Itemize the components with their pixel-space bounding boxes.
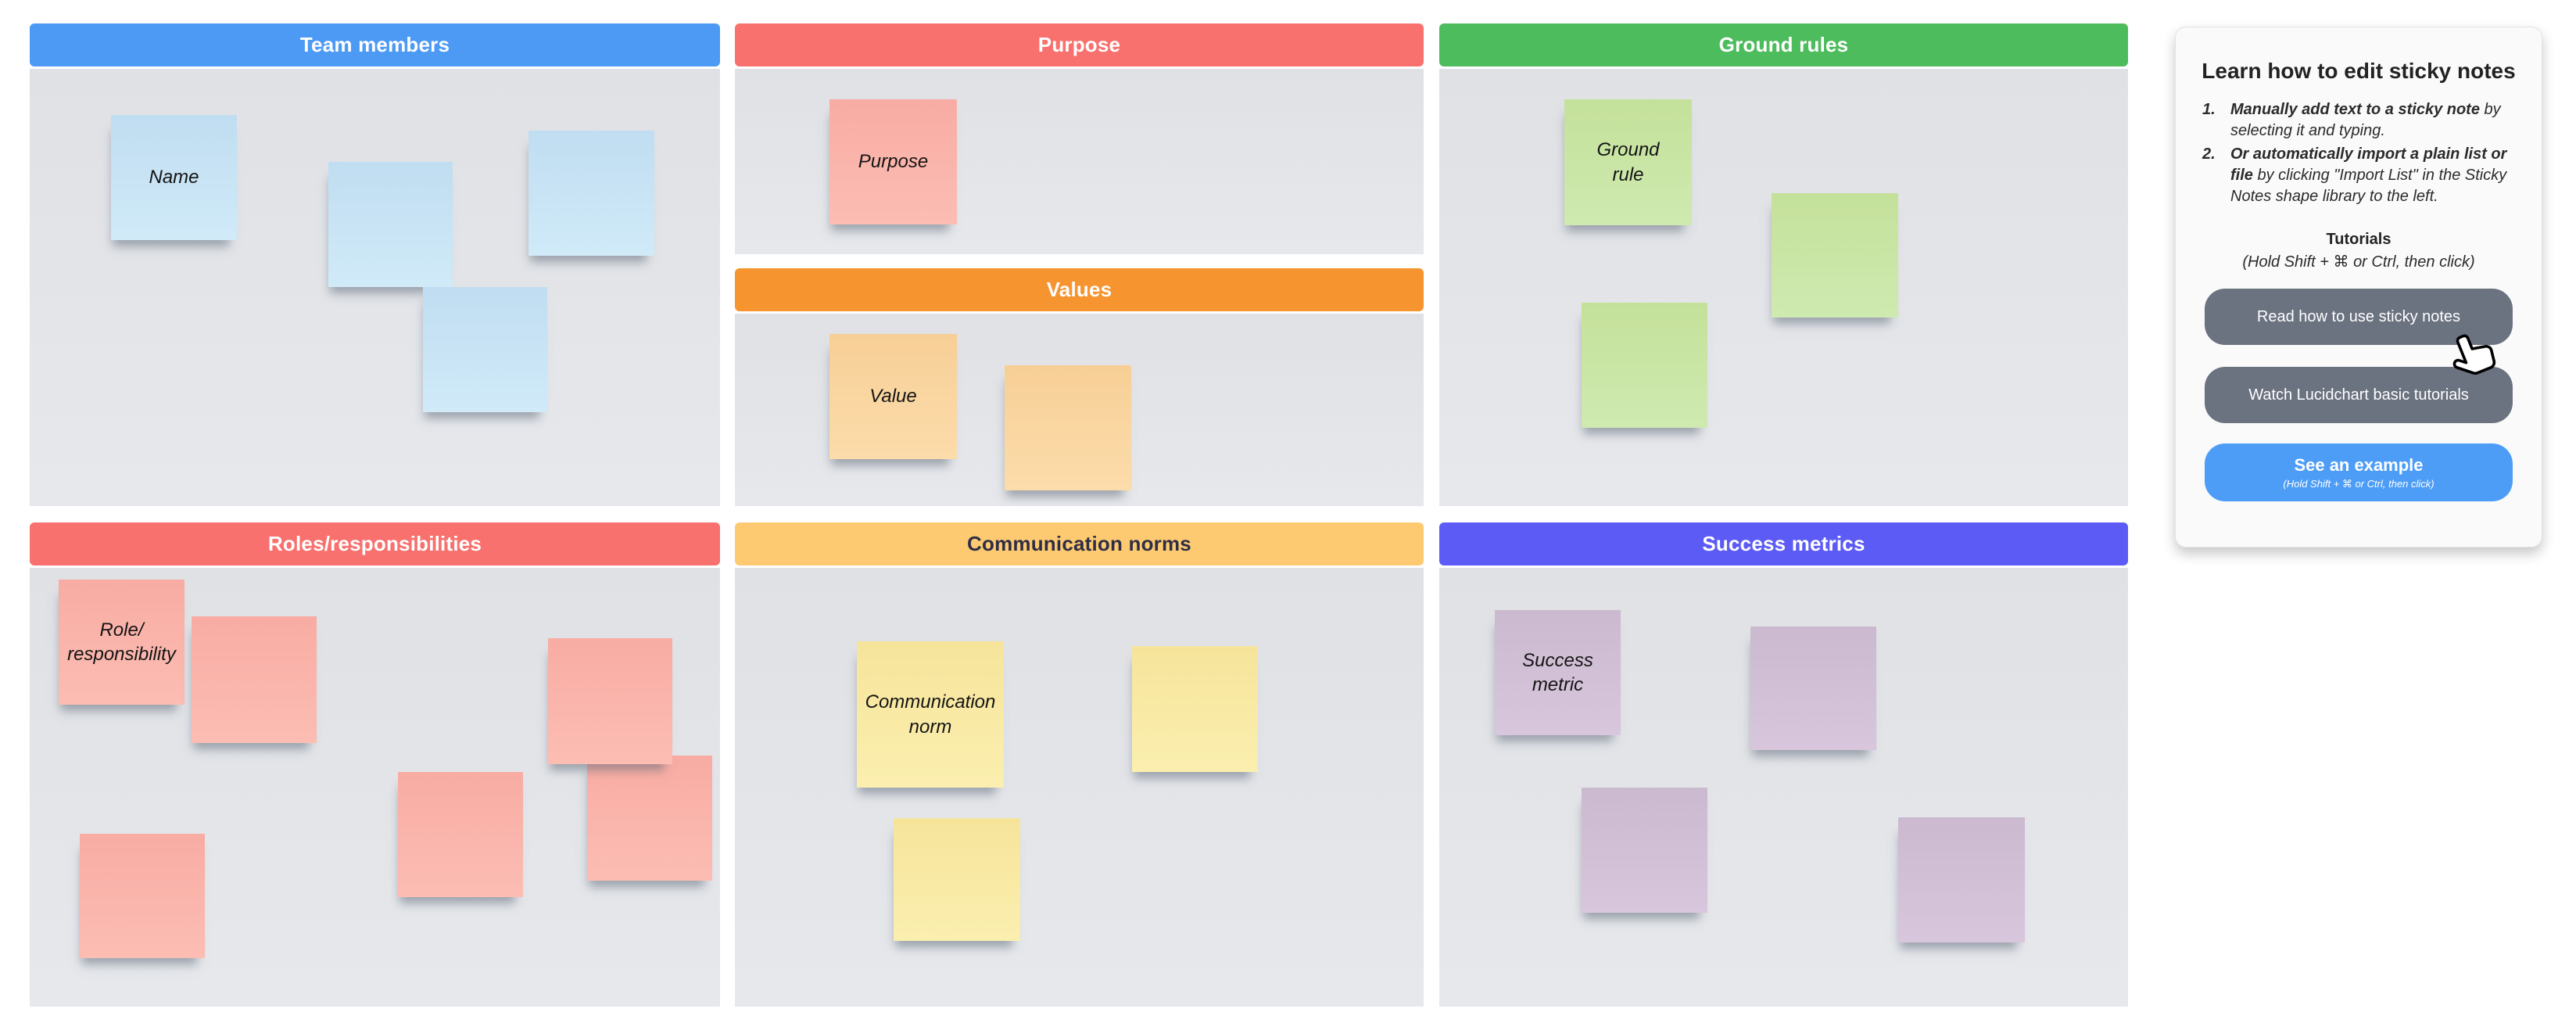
sticky-note[interactable]: Name [111, 115, 237, 240]
sticky-note[interactable] [548, 638, 672, 764]
instruction-item-1: 1. Manually add text to a sticky note by… [2196, 99, 2521, 142]
sticky-note[interactable] [1582, 303, 1707, 428]
instruction-rest: by selecting it and typing. [2230, 101, 2501, 139]
sticky-note[interactable] [80, 834, 205, 958]
sticky-note[interactable]: Communication norm [857, 641, 1004, 788]
sticky-note[interactable]: Ground rule [1564, 99, 1692, 225]
sticky-note[interactable]: Purpose [829, 99, 957, 224]
hand-cursor-icon [2452, 334, 2496, 375]
section-header-team-members[interactable]: Team members [30, 23, 720, 66]
instruction-bold: Or automatically import a plain list or … [2230, 145, 2507, 184]
tutorials-heading: Tutorials [2326, 231, 2391, 248]
watch-lucidchart-tutorials-button[interactable]: Watch Lucidchart basic tutorials [2205, 367, 2513, 423]
sticky-note[interactable] [1132, 646, 1258, 772]
sticky-note[interactable] [1750, 627, 1876, 750]
instruction-text: Or automatically import a plain list or … [2230, 144, 2521, 207]
sticky-note[interactable] [398, 772, 523, 897]
sticky-note-label: Name [149, 167, 199, 188]
section-header-purpose[interactable]: Purpose [735, 23, 1424, 66]
instruction-rest: by clicking "Import List" in the Sticky … [2230, 167, 2507, 205]
section-header-roles-responsibilities[interactable]: Roles/responsibilities [30, 522, 720, 565]
section-header-values[interactable]: Values [735, 268, 1424, 311]
instruction-text: Manually add text to a sticky note by se… [2230, 99, 2521, 142]
sticky-note-label: Communication norm [865, 691, 996, 738]
sticky-note[interactable]: Role/ responsibility [59, 580, 185, 705]
sticky-note[interactable]: Value [829, 334, 957, 459]
sticky-note-label: Success metric [1522, 649, 1593, 695]
sticky-note-label: Ground rule [1596, 139, 1660, 185]
sticky-note[interactable] [894, 818, 1020, 941]
sticky-note[interactable] [1772, 193, 1898, 318]
instruction-bold: Manually add text to a sticky note [2230, 101, 2480, 118]
section-header-ground-rules[interactable]: Ground rules [1439, 23, 2128, 66]
sticky-note-label: Purpose [858, 151, 929, 173]
sticky-note[interactable] [587, 756, 712, 881]
sticky-note-label: Value [869, 386, 917, 407]
sticky-note-label: Role/ responsibility [67, 619, 176, 665]
section-header-success-metrics[interactable]: Success metrics [1439, 522, 2128, 565]
section-body-communication-norms [735, 568, 1424, 1007]
instruction-item-2: 2. Or automatically import a plain list … [2196, 144, 2521, 207]
sticky-note[interactable] [328, 162, 453, 287]
section-header-communication-norms[interactable]: Communication norms [735, 522, 1424, 565]
instruction-number: 1. [2202, 101, 2216, 118]
see-an-example-sublabel: (Hold Shift + ⌘ or Ctrl, then click) [2283, 477, 2434, 490]
sticky-note[interactable] [1898, 817, 2025, 942]
tutorials-subtitle: (Hold Shift + ⌘ or Ctrl, then click) [2242, 253, 2475, 271]
sticky-note[interactable]: Success metric [1495, 610, 1621, 735]
panel-title: Learn how to edit sticky notes [2202, 59, 2516, 83]
instruction-list: 1. Manually add text to a sticky note by… [2196, 99, 2521, 207]
see-an-example-label: See an example [2294, 454, 2424, 475]
sticky-note[interactable] [1582, 788, 1707, 913]
sticky-note[interactable] [1005, 365, 1131, 490]
see-an-example-button[interactable]: See an example (Hold Shift + ⌘ or Ctrl, … [2205, 443, 2513, 501]
sticky-note[interactable] [192, 616, 317, 743]
sticky-note[interactable] [528, 131, 654, 256]
instruction-number: 2. [2202, 145, 2216, 163]
sticky-note[interactable] [423, 287, 547, 412]
help-panel: Learn how to edit sticky notes 1. Manual… [2175, 27, 2542, 548]
